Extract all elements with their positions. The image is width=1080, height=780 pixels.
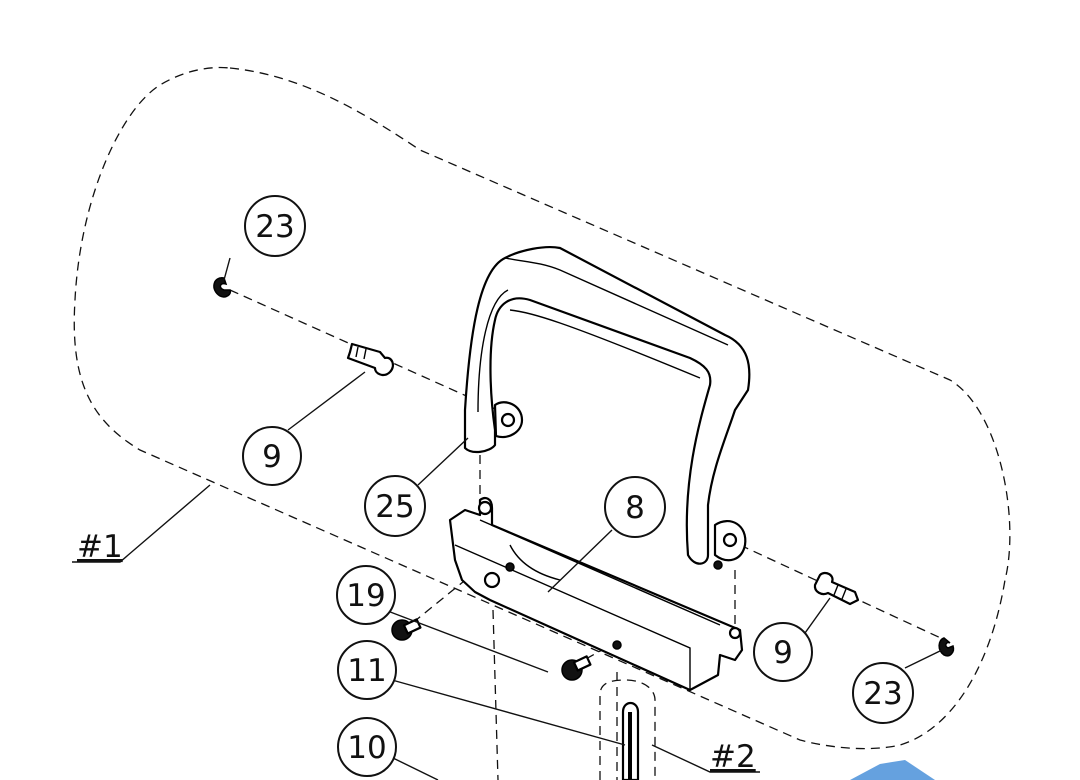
svg-text:11: 11 xyxy=(347,653,386,689)
leader-lines xyxy=(72,257,943,780)
svg-text:#2: #2 xyxy=(710,739,756,775)
svg-text:9: 9 xyxy=(262,439,282,475)
eclip-bottom xyxy=(938,637,955,657)
balloon-10: 10 xyxy=(337,717,397,777)
balloon-9-left: 9 xyxy=(242,426,302,486)
handle-part xyxy=(463,246,751,570)
assembly-outline-2 xyxy=(599,679,656,780)
reference-label-1: #1 xyxy=(77,529,123,565)
svg-text:19: 19 xyxy=(346,578,385,614)
balloon-25: 25 xyxy=(364,475,426,537)
svg-text:23: 23 xyxy=(863,676,902,712)
screw-right xyxy=(561,655,592,681)
pin-right xyxy=(813,571,860,606)
balloon-8: 8 xyxy=(604,476,666,538)
bracket-part xyxy=(448,497,744,692)
assembly-outline-1 xyxy=(73,66,1011,750)
pin-left xyxy=(346,342,394,377)
balloon-23-bottom: 23 xyxy=(852,662,914,724)
svg-text:25: 25 xyxy=(375,489,414,525)
balloon-23-top: 23 xyxy=(244,195,306,257)
reference-label-2: #2 xyxy=(710,739,756,775)
svg-text:8: 8 xyxy=(625,490,645,526)
eclip-top xyxy=(213,277,232,298)
slotted-bar xyxy=(621,701,640,780)
balloon-11: 11 xyxy=(337,640,397,700)
corner-blue-shape xyxy=(850,760,935,780)
svg-text:9: 9 xyxy=(773,635,793,671)
balloon-9-right: 9 xyxy=(753,622,813,682)
svg-text:10: 10 xyxy=(347,730,386,766)
svg-text:#1: #1 xyxy=(77,529,123,565)
svg-text:23: 23 xyxy=(255,209,294,245)
axis-lines xyxy=(229,289,946,780)
balloon-19: 19 xyxy=(336,565,396,625)
